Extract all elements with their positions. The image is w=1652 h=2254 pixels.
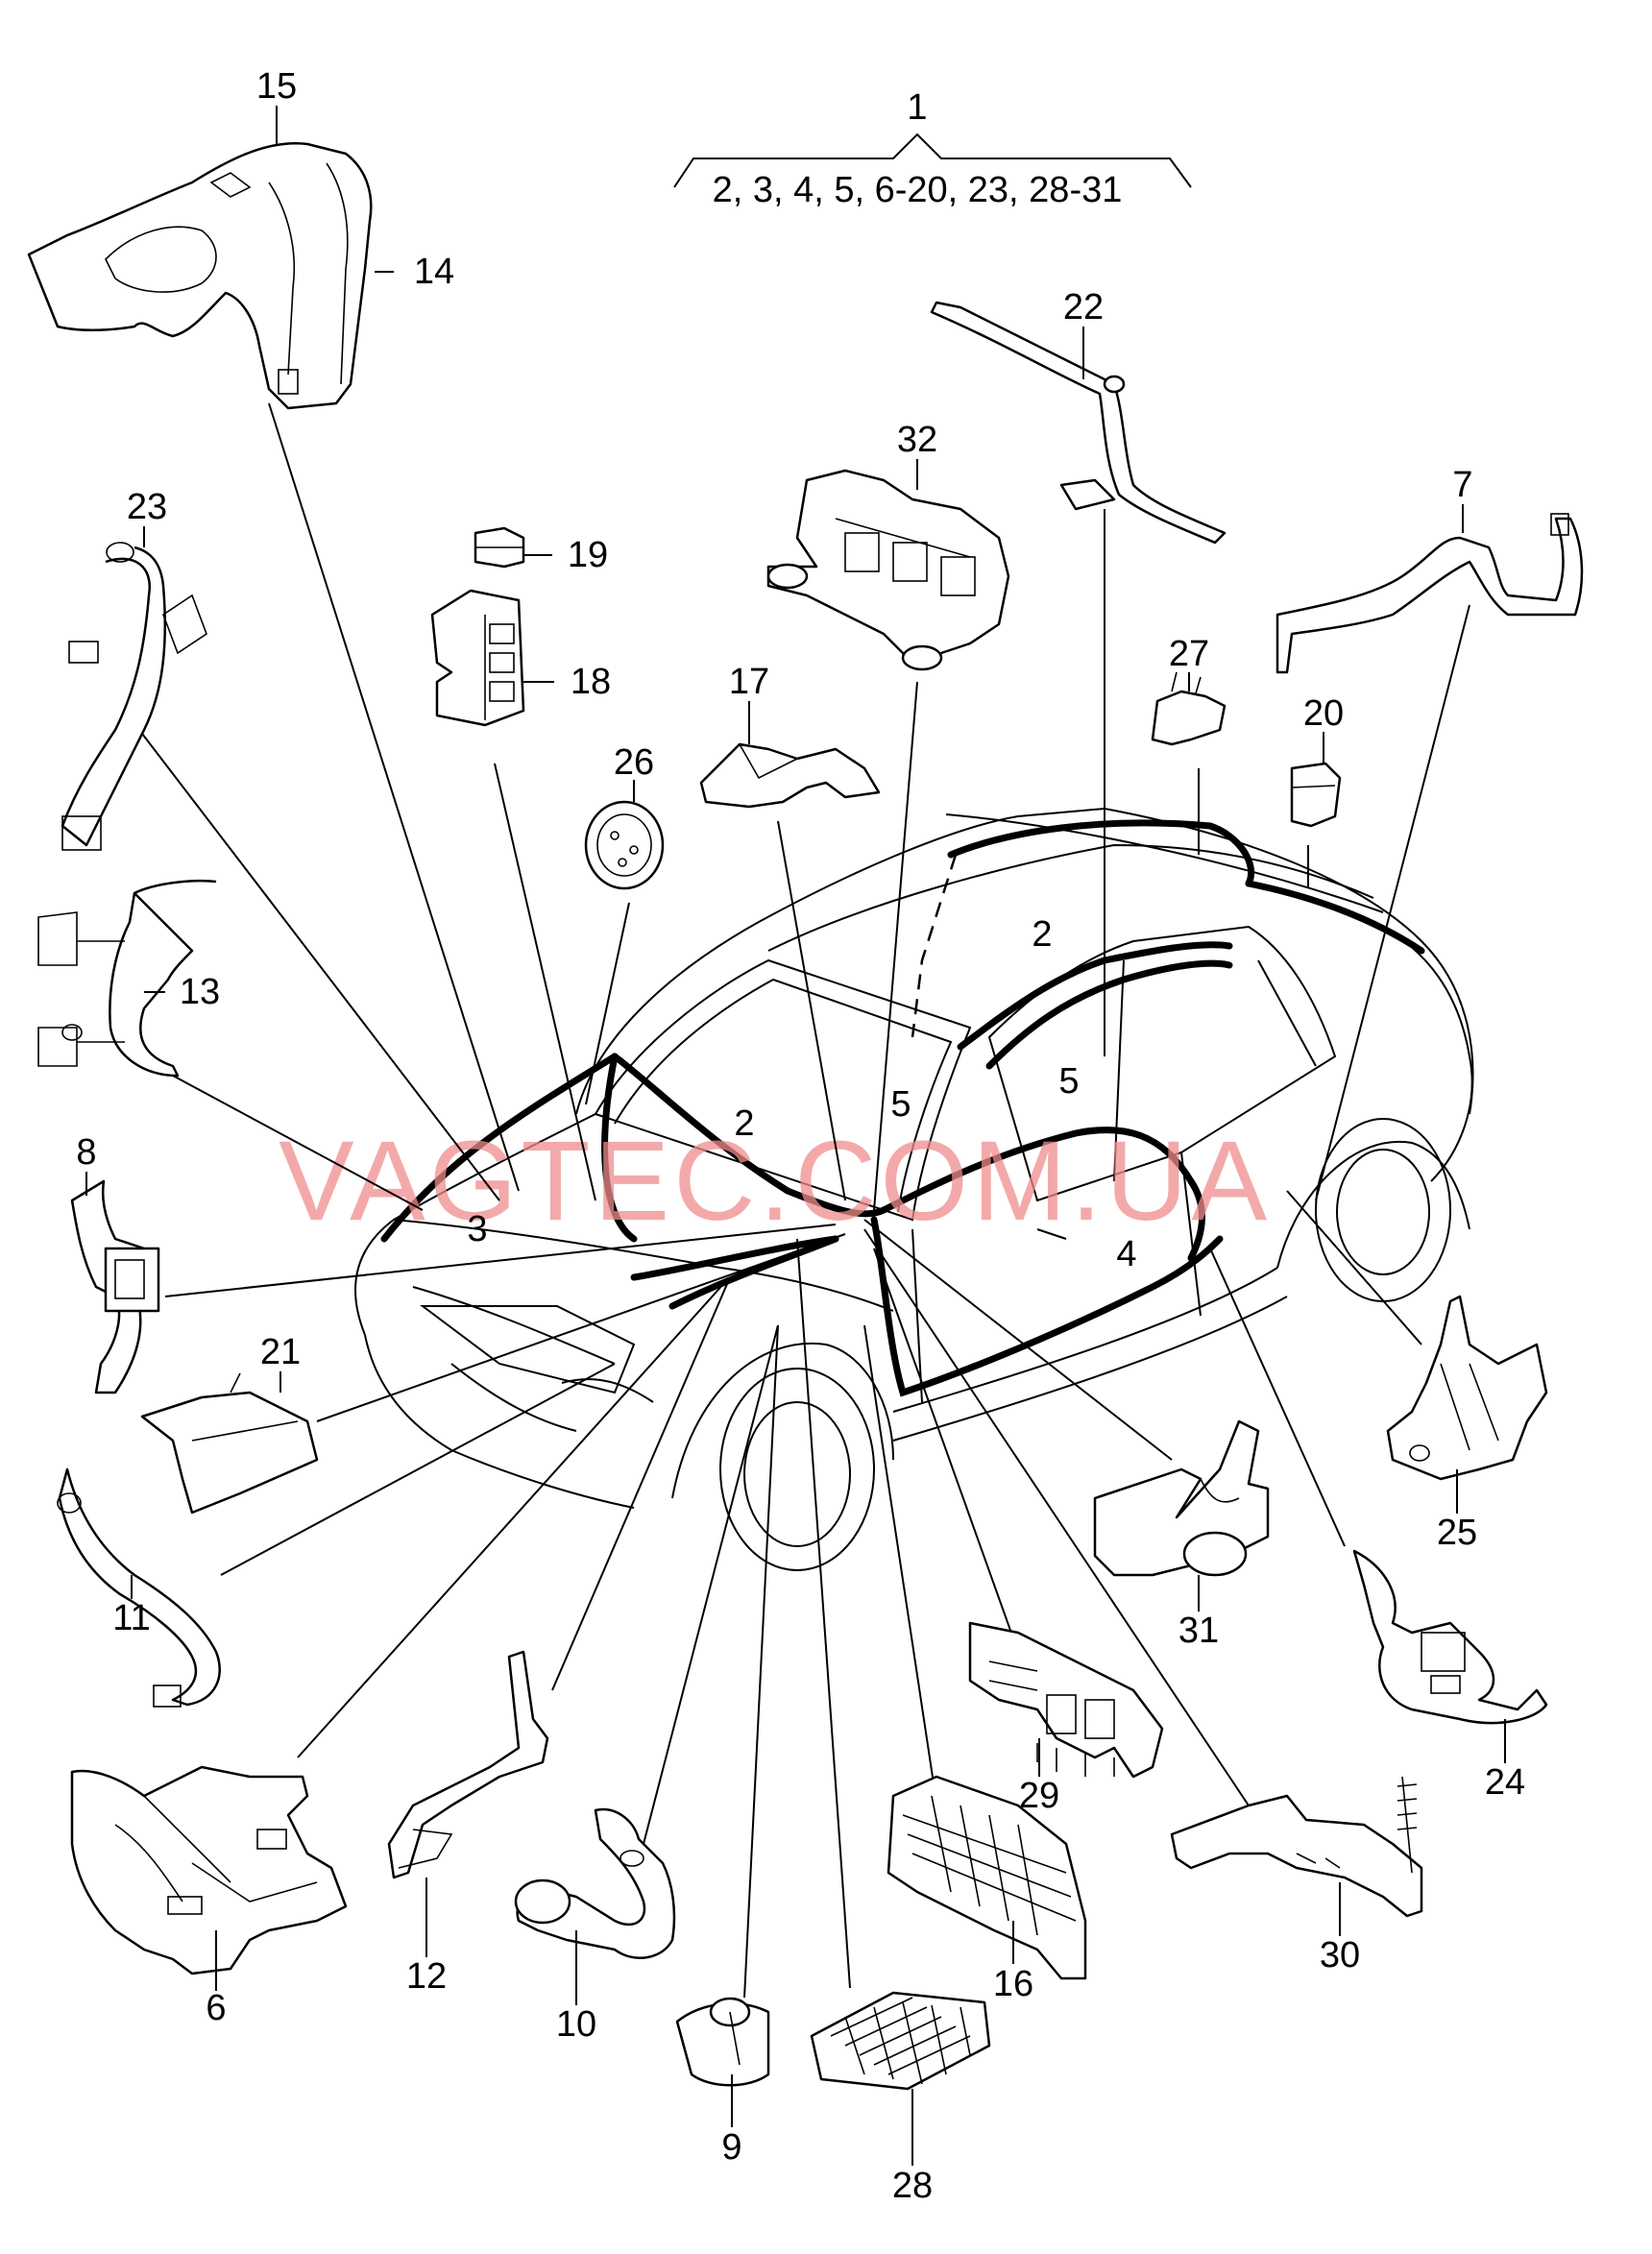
harness-5	[880, 1127, 1206, 1262]
callout-25: 25	[1437, 1513, 1477, 1553]
callout-2a: 2	[1032, 914, 1052, 955]
part-11-harness-tube	[57, 1467, 221, 1708]
callout-17: 17	[729, 662, 769, 702]
callout-30: 30	[1320, 1935, 1360, 1975]
part-9-grommet	[675, 1997, 770, 2087]
part-24-clip-holder	[1352, 1549, 1548, 1725]
part-25-wheelhouse-bracket	[1386, 1295, 1548, 1481]
part-16-relay-panel	[887, 1775, 1087, 1980]
harness-left-a	[601, 1053, 638, 1243]
callout-26: 26	[614, 742, 654, 783]
callout-28: 28	[892, 2166, 933, 2206]
part-31-sill-cover	[1093, 1419, 1270, 1577]
callout-10: 10	[556, 2004, 596, 2045]
harness-2-upper	[957, 941, 1233, 1051]
callout-12: 12	[406, 1956, 447, 1997]
callout-32: 32	[897, 420, 937, 460]
callout-labels: 15 14 23 19 18 32 22 7 27 20 17 26 13 8 …	[76, 66, 1525, 2206]
harness-front-b	[630, 1235, 839, 1281]
wiring-harnesses	[380, 819, 1425, 1397]
callout-15: 15	[256, 66, 297, 107]
callout-20: 20	[1303, 693, 1344, 734]
part-17-clip	[699, 742, 881, 809]
part-28-fuse-carrier	[810, 1991, 991, 2091]
part-22-roof-harness	[930, 301, 1227, 545]
callout-13: 13	[180, 972, 220, 1012]
leader-lines	[138, 402, 1470, 1999]
callout-23: 23	[127, 487, 167, 527]
part-23-harness-bracket	[61, 542, 207, 851]
harness-front	[668, 1235, 839, 1310]
part-12-harness-strip	[387, 1650, 549, 1879]
part-30-trim-bracket	[1170, 1776, 1423, 1918]
watermark-text: VAGTEC.COM.UA	[279, 1118, 1271, 1245]
harness-2-upper-b	[985, 959, 1233, 1070]
callout-3: 3	[467, 1209, 487, 1249]
assembly-bracket	[673, 133, 1192, 188]
callout-2b: 2	[734, 1103, 754, 1144]
callout-21: 21	[260, 1332, 301, 1372]
callout-5b: 5	[1058, 1061, 1079, 1102]
callout-27: 27	[1169, 634, 1209, 674]
part-27-clip	[1151, 671, 1227, 746]
part-26-grommet	[584, 800, 665, 890]
assembly-header: 1 2, 3, 4, 5, 6-20, 23, 28-31	[673, 87, 1192, 210]
part-6-dash-harness-bracket	[70, 1765, 348, 1975]
part-19-relay	[474, 526, 525, 569]
harness-left-b	[380, 1053, 619, 1243]
callout-22: 22	[1063, 287, 1104, 327]
callout-4: 4	[1116, 1234, 1136, 1274]
assembly-contents: 2, 3, 4, 5, 6-20, 23, 28-31	[713, 170, 1123, 210]
callout-14: 14	[414, 252, 454, 292]
part-15-wheelhouse-liner	[27, 142, 373, 410]
callout-31: 31	[1178, 1611, 1219, 1651]
callout-19: 19	[568, 535, 608, 575]
callout-11: 11	[112, 1598, 150, 1638]
harness-2-lower	[611, 1053, 887, 1218]
part-7-harness	[1275, 513, 1584, 674]
callout-16: 16	[993, 1964, 1033, 2004]
callout-5a: 5	[890, 1084, 911, 1125]
part-18-relay-base	[430, 589, 525, 727]
part-13-bracket	[37, 879, 217, 1078]
callout-8: 8	[76, 1132, 96, 1173]
assembly-number: 1	[907, 87, 927, 128]
part-29-relay-plate	[968, 1621, 1164, 1779]
callout-29: 29	[1019, 1776, 1059, 1816]
part-21-cover	[140, 1372, 319, 1515]
roof-harness	[947, 819, 1255, 887]
harness-dashed	[911, 854, 958, 1038]
callout-24: 24	[1485, 1762, 1525, 1803]
harness-4	[870, 1216, 1224, 1397]
callout-7: 7	[1452, 465, 1472, 505]
part-8-grommet	[70, 1179, 160, 1394]
callout-6: 6	[206, 1988, 226, 2028]
part-32-relay-carrier	[766, 469, 1010, 671]
callout-18: 18	[571, 662, 611, 702]
part-10-clip-harness	[514, 1807, 676, 1959]
part-20-connector	[1290, 762, 1342, 828]
roof-rear-harness	[1245, 880, 1425, 955]
callout-9: 9	[721, 2127, 741, 2168]
callout-stubs	[85, 106, 1506, 2166]
